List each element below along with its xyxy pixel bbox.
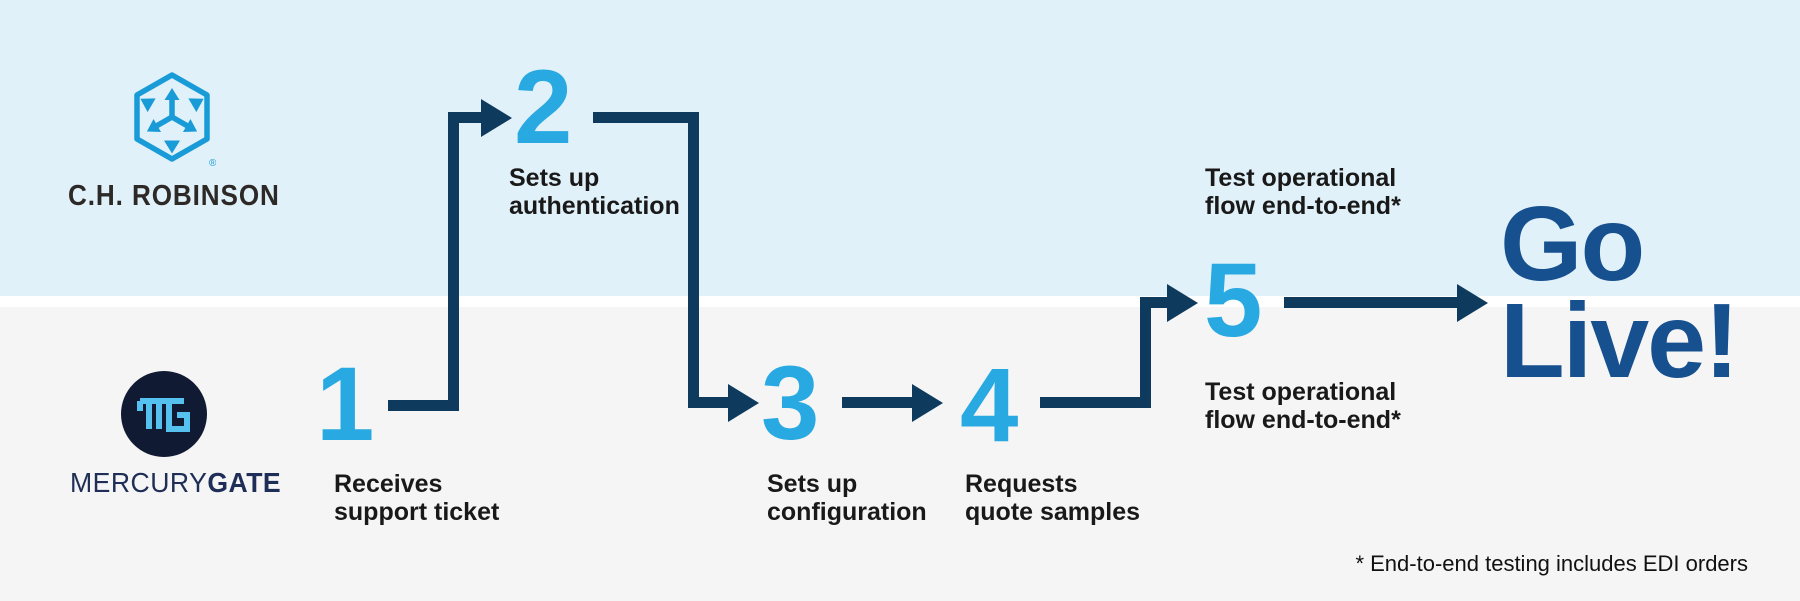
- label-line: Test operational: [1205, 164, 1397, 192]
- step-2-label: Sets up authentication: [509, 164, 680, 220]
- label-line: Requests: [965, 470, 1078, 498]
- go-live-line-2: Live!: [1500, 282, 1739, 400]
- label-line: Receives: [334, 470, 443, 498]
- chrobinson-lane-background: [0, 0, 1800, 296]
- arrowhead-icon: [481, 99, 512, 137]
- label-line: flow end-to-end*: [1205, 192, 1401, 220]
- connector-segment: [688, 112, 699, 408]
- label-line: authentication: [509, 192, 680, 220]
- mercurygate-wordmark: MERCURYGATE: [70, 467, 281, 499]
- chrobinson-wordmark: C.H. ROBINSON: [68, 180, 280, 212]
- step-5-label-bottom: Test operational flow end-to-end*: [1205, 378, 1401, 434]
- label-line: configuration: [767, 498, 927, 526]
- arrowhead-icon: [1167, 284, 1198, 322]
- arrowhead-icon: [1457, 284, 1488, 322]
- go-live-text: Go Live!: [1500, 185, 1739, 400]
- step-1-number: 1: [316, 346, 374, 463]
- connector-segment: [1140, 297, 1151, 408]
- mercurygate-circle-icon: [121, 371, 207, 457]
- label-line: flow end-to-end*: [1205, 406, 1401, 434]
- footnote: * End-to-end testing includes EDI orders: [1355, 551, 1748, 576]
- step-5-number: 5: [1204, 242, 1262, 359]
- mg-monogram-icon: [137, 398, 190, 432]
- connector-segment: [448, 112, 481, 123]
- label-line: Test operational: [1205, 378, 1397, 406]
- connector-segment: [388, 400, 459, 411]
- label-line: Sets up: [509, 164, 600, 192]
- step-5-label-top: Test operational flow end-to-end*: [1205, 164, 1401, 220]
- connector-segment: [593, 112, 699, 123]
- connector-segment: [1040, 397, 1151, 408]
- connector-segment: [448, 112, 459, 411]
- step-3-label: Sets up configuration: [767, 470, 927, 526]
- mercurygate-lane-background: [0, 307, 1800, 601]
- lane-divider: [0, 296, 1800, 307]
- step-4-label: Requests quote samples: [965, 470, 1140, 526]
- arrowhead-icon: [728, 384, 759, 422]
- registered-trademark-icon: ®: [209, 158, 216, 169]
- step-3-number: 3: [761, 345, 819, 462]
- go-live-line-1: Go: [1500, 185, 1645, 303]
- connector-segment: [688, 397, 728, 408]
- step-4-number: 4: [960, 347, 1018, 464]
- connector-segment: [842, 397, 912, 408]
- arrowhead-icon: [912, 384, 943, 422]
- step-2-number: 2: [514, 49, 572, 166]
- step-1-label: Receives support ticket: [334, 470, 499, 526]
- connector-segment: [1140, 297, 1167, 308]
- label-line: Sets up: [767, 470, 858, 498]
- mercurygate-wordmark-light: MERCURY: [70, 467, 208, 498]
- mercurygate-wordmark-bold: GATE: [207, 467, 282, 498]
- label-line: support ticket: [334, 498, 500, 526]
- label-line: quote samples: [965, 498, 1141, 526]
- chrobinson-hexagon-cube-arrows-icon: ®: [134, 72, 216, 169]
- connector-segment: [1284, 297, 1457, 308]
